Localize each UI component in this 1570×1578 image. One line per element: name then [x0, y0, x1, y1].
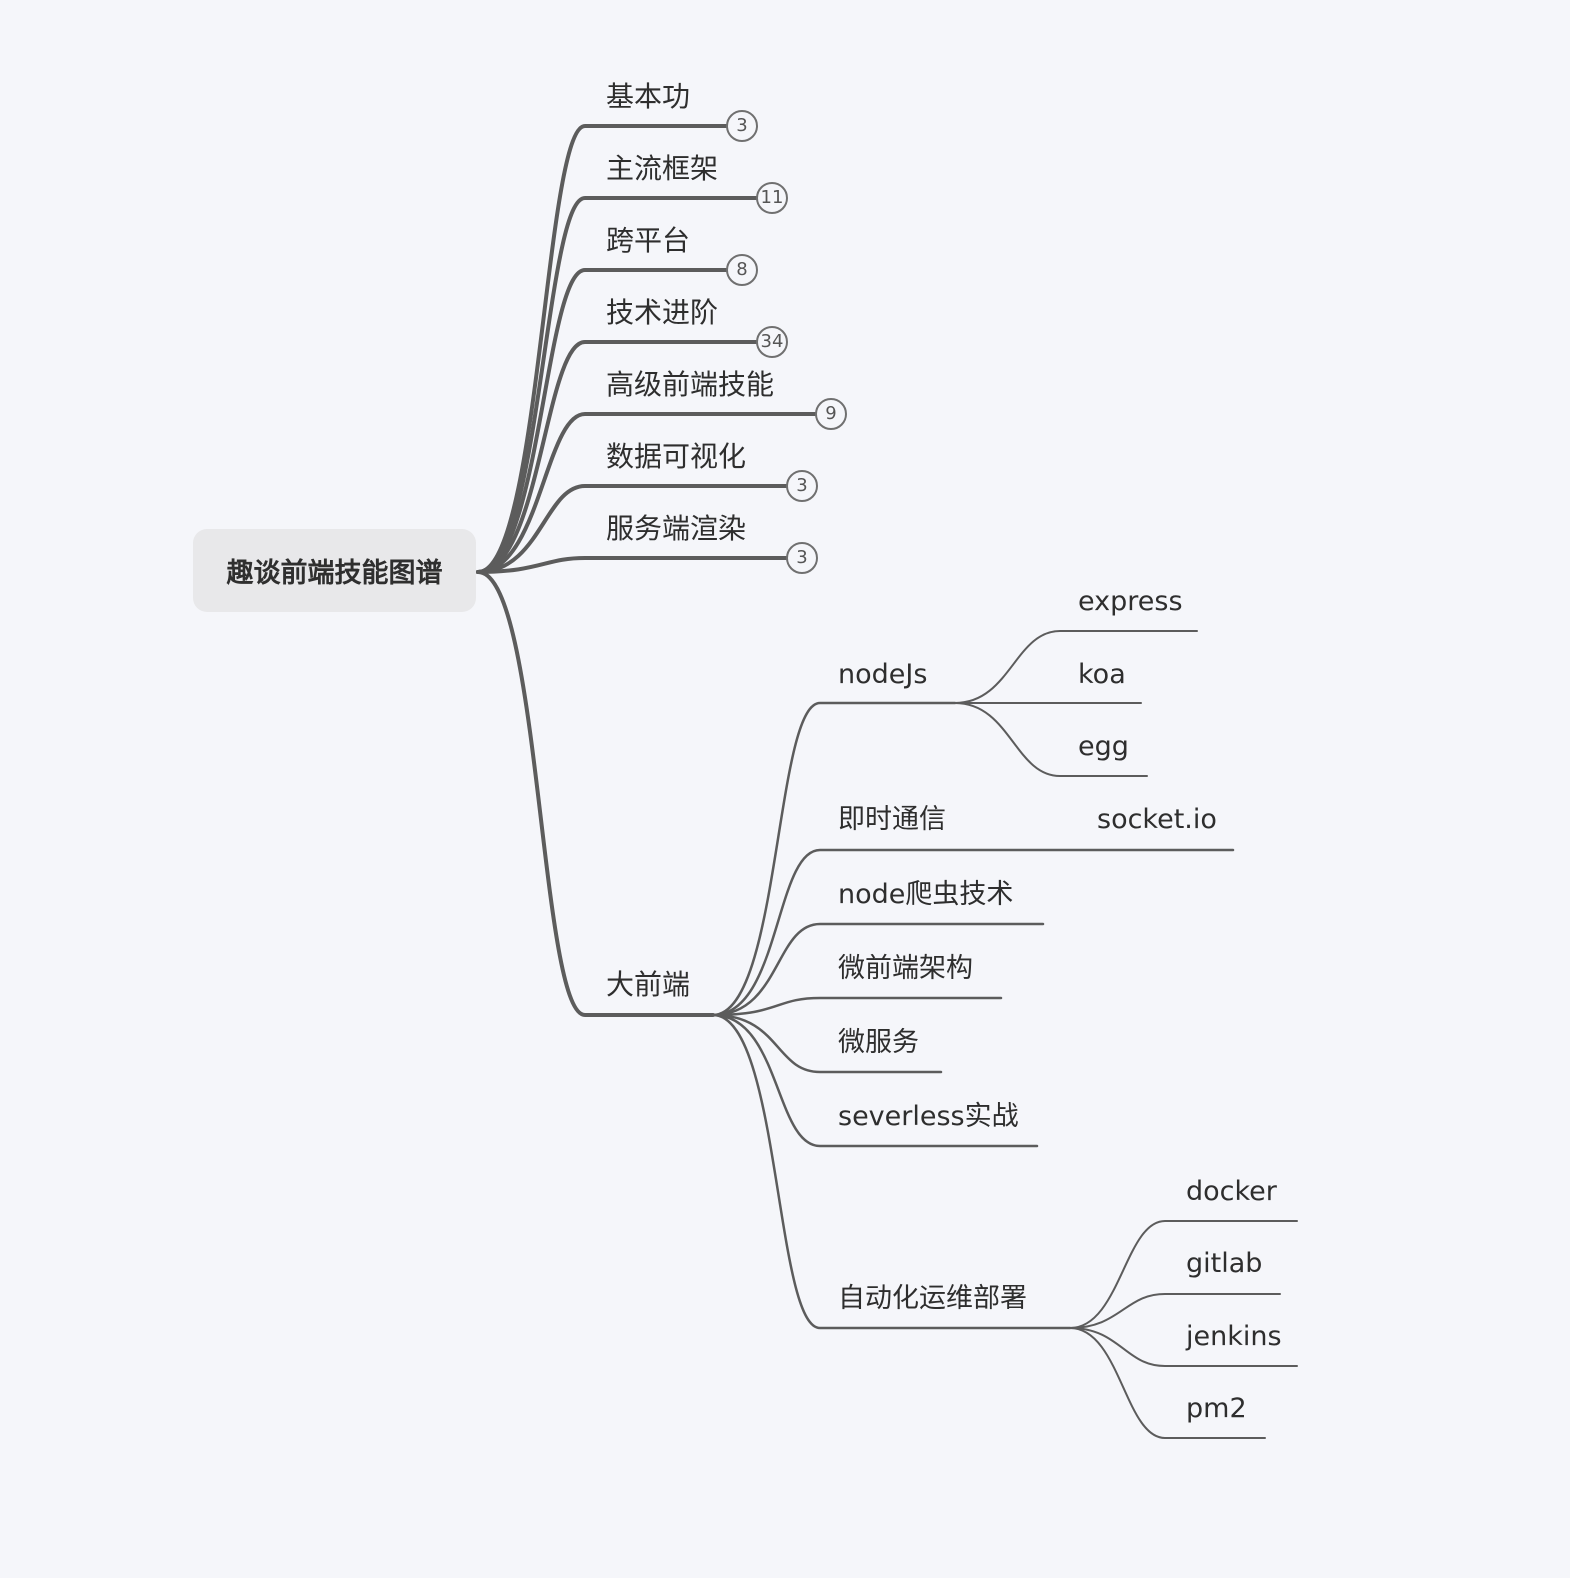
connector-jenkins [1069, 1327, 1298, 1367]
connector-pm2 [1069, 1327, 1266, 1439]
collapsed-count-badge[interactable]: 34 [756, 326, 788, 358]
connector-jishujinjie [476, 340, 760, 574]
topic-koa[interactable]: koa [1078, 659, 1126, 690]
topic-kuapingtai[interactable]: 跨平台 [606, 224, 691, 257]
connector-jishitongxin [711, 848, 1235, 1017]
topic-severless[interactable]: severless实战 [838, 1101, 1019, 1132]
connector-severless [711, 1013, 1039, 1148]
connector-egg [954, 702, 1148, 777]
connector-dafrontend [476, 570, 715, 1017]
connector-pachong [711, 922, 1045, 1017]
topic-zhuliukuangjia[interactable]: 主流框架 [606, 152, 719, 185]
collapsed-count-badge[interactable]: 8 [726, 254, 758, 286]
topic-express[interactable]: express [1078, 586, 1183, 617]
topic-weiqianduan[interactable]: 微前端架构 [838, 953, 973, 984]
collapsed-count-badge[interactable]: 3 [786, 470, 818, 502]
topic-socketio[interactable]: socket.io [1097, 804, 1217, 835]
topic-jibengong[interactable]: 基本功 [606, 80, 691, 113]
collapsed-count-badge[interactable]: 11 [756, 182, 788, 214]
connector-shuju [476, 484, 790, 574]
topic-daqianduan[interactable]: 大前端 [606, 968, 691, 1001]
topic-fuwuduanxuanran[interactable]: 服务端渲染 [606, 512, 747, 545]
topic-nodejs[interactable]: nodeJs [838, 659, 928, 690]
connector-jibengong [476, 124, 730, 574]
root-topic[interactable]: 趣谈前端技能图谱 [193, 529, 476, 612]
connector-weiqianduan [711, 996, 1003, 1017]
collapsed-count-badge[interactable]: 9 [815, 398, 847, 430]
connector-kuapingtai [476, 268, 730, 574]
topic-weifuwu[interactable]: 微服务 [838, 1027, 919, 1058]
topic-jishujinjie[interactable]: 技术进阶 [606, 296, 719, 329]
connector-zhuliu [476, 196, 760, 574]
collapsed-count-badge[interactable]: 3 [786, 542, 818, 574]
topic-docker[interactable]: docker [1186, 1176, 1277, 1207]
topic-gaojiqianduan[interactable]: 高级前端技能 [606, 368, 775, 401]
connector-fuwuduan [476, 556, 790, 574]
connector-weifuwu [711, 1013, 943, 1074]
topic-jishitongxin[interactable]: 即时通信 [838, 804, 946, 835]
connector-express [954, 630, 1198, 704]
connector-gaoji [476, 412, 819, 574]
topic-shujukeshihua[interactable]: 数据可视化 [606, 440, 747, 473]
connector-docker [1069, 1220, 1298, 1329]
topic-gitlab[interactable]: gitlab [1186, 1248, 1263, 1279]
connector-nodejs [711, 701, 957, 1017]
topic-pm2[interactable]: pm2 [1186, 1393, 1247, 1424]
topic-zidonghua[interactable]: 自动化运维部署 [838, 1283, 1027, 1314]
collapsed-count-badge[interactable]: 3 [726, 110, 758, 142]
topic-node-pachong[interactable]: node爬虫技术 [838, 879, 1014, 910]
topic-jenkins[interactable]: jenkins [1186, 1321, 1282, 1352]
connector-gitlab [1069, 1293, 1281, 1329]
connector-zidonghua [711, 1013, 1072, 1330]
topic-egg[interactable]: egg [1078, 731, 1129, 762]
